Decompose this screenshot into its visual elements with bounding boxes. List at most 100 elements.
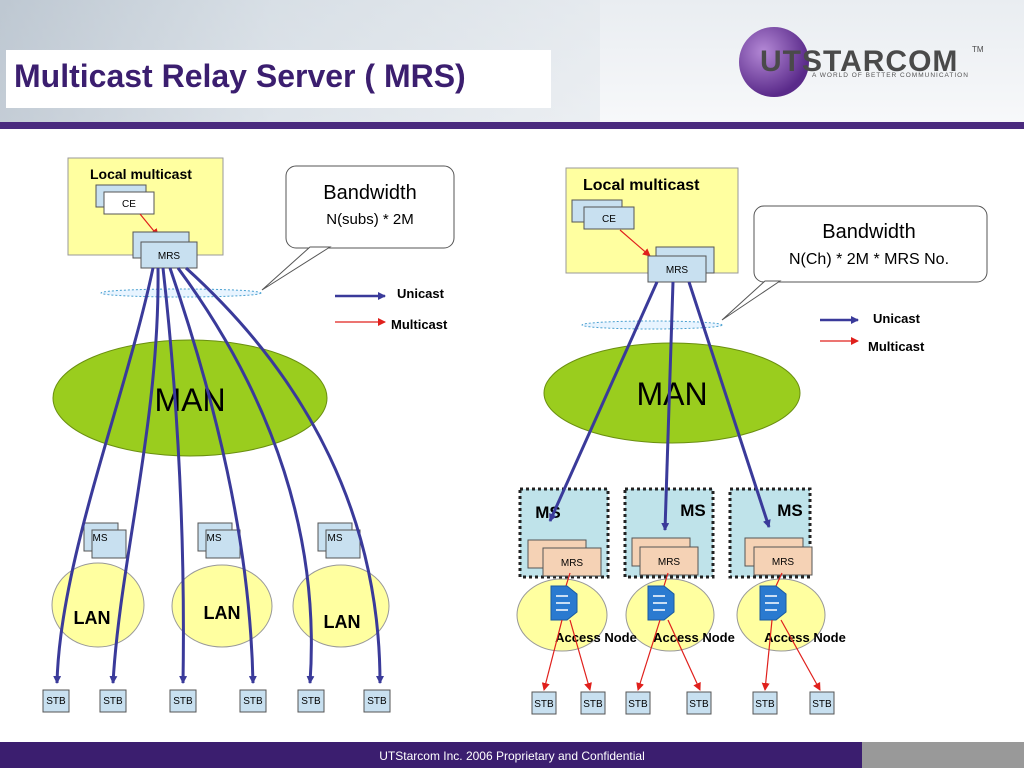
right-mrs-an-link-2 [663,572,669,587]
right-callout-tail [721,280,782,321]
right-ms-mrs-label-1: MRS [561,558,584,569]
left-lan-3 [292,564,390,648]
right-diagram: Local multicast CE MRS Bandwidth N(Ch) *… [516,167,988,715]
left-stb-label-5: STB [301,696,321,707]
right-local-multicast-label: Local multicast [583,177,700,194]
left-ms-box-1 [91,529,127,559]
left-stb-box-2 [99,689,127,713]
right-unicast-link-3 [687,281,771,528]
left-mrs-box [140,241,198,269]
right-stb-box-4 [686,691,712,715]
router-icon [550,585,787,621]
slide-title: Multicast Relay Server ( MRS) [14,58,466,94]
right-access-node-label-3: Access Node [764,630,846,645]
right-mrs-an-link-3 [775,572,783,587]
right-mrs-label: MRS [666,265,689,276]
left-lan-label-2: LAN [204,603,241,623]
footer-bar [0,742,862,768]
logo-name: UTSTARCOM [760,45,959,78]
right-ms-label-2: MS [680,501,706,520]
logo-tagline: A WORLD OF BETTER COMMUNICATION [812,72,969,79]
right-mrs-an-link-1 [565,572,571,587]
router-icon-3-lines [765,595,779,611]
title-box [6,50,551,108]
left-ce-label: CE [122,199,136,210]
right-man-label: MAN [636,376,707,412]
mrs-diagram: Local multicast CE MRS Bandwidth N(subs)… [42,157,988,715]
left-ms-label-3: MS [328,533,343,544]
right-stb-box-2 [580,691,606,715]
left-lan-label-3: LAN [324,612,361,632]
right-multicast-link-1 [541,619,563,691]
left-unicast-link-3 [161,267,188,684]
right-multicast-link-6 [780,619,821,691]
right-link-ellipse [581,320,723,330]
left-diagram: Local multicast CE MRS Bandwidth N(subs)… [42,157,455,713]
right-multicast-link-5 [761,619,773,691]
left-stb-box-1 [42,689,70,713]
left-mrs-label: MRS [158,251,181,262]
left-legend-multicast-label: Multicast [391,317,448,332]
left-stb-label-6: STB [367,696,387,707]
right-bandwidth-callout [753,205,988,283]
right-ce-mrs-arrow [619,229,651,257]
right-bandwidth-title: Bandwidth [822,221,915,243]
left-callout-tail [261,246,332,291]
right-unicast-link-2 [661,281,675,531]
left-stb-row: STB STB STB STB STB STB [42,689,391,713]
right-stb-label-1: STB [534,699,554,710]
left-unicast-links [53,266,384,684]
footer-grey-block [862,742,1024,768]
logo-tm: TM [972,45,984,54]
left-unicast-link-5 [176,267,315,684]
right-bandwidth-formula: N(Ch) * 2M * MRS No. [789,251,949,268]
right-ms-mrs-label-3: MRS [772,557,795,568]
router-icon-1-lines [556,595,570,611]
right-stb-box-1 [531,691,557,715]
left-stb-box-3 [169,689,197,713]
right-stb-label-4: STB [689,699,709,710]
right-ms-mrs-label-2: MRS [658,557,681,568]
left-ce-box [103,191,155,215]
right-stb-box-5 [752,691,778,715]
right-ce-box [583,206,635,230]
right-stb-box-3 [625,691,651,715]
right-ce-label: CE [602,214,616,225]
left-legend-unicast-label: Unicast [397,286,445,301]
left-local-multicast-label: Local multicast [90,166,192,182]
left-unicast-link-4 [168,267,257,684]
right-legend-unicast-label: Unicast [873,311,921,326]
right-multicast-link-2 [569,619,592,691]
right-stb-label-2: STB [583,699,603,710]
header-rule [0,122,1024,129]
left-bandwidth-callout [285,165,455,249]
router-icon-2-lines [653,595,667,611]
right-ms-mrs-box-3 [753,546,813,576]
left-lan-1 [51,562,145,648]
left-stb-box-6 [363,689,391,713]
right-unicast-links [548,281,771,531]
left-stb-label-3: STB [173,696,193,707]
left-unicast-link-2 [109,267,160,684]
right-ms-mrs-box-2 [639,546,699,576]
right-legend-multicast-label: Multicast [868,339,925,354]
left-stb-label-1: STB [46,696,66,707]
left-bandwidth-title: Bandwidth [323,182,416,204]
left-lan-label-1: LAN [74,608,111,628]
right-access-node-label-2: Access Node [653,630,735,645]
footer-text: UTStarcom Inc. 2006 Proprietary and Conf… [379,749,645,763]
left-stb-label-4: STB [243,696,263,707]
right-multicast-links [541,619,821,691]
left-man-cloud [52,339,328,457]
left-ms-label-1: MS [93,533,108,544]
right-stb-label-5: STB [755,699,775,710]
right-ms-mrs-box-1 [542,547,602,577]
left-unicast-link-6 [184,266,384,684]
right-mrs-box [647,255,707,283]
right-multicast-link-4 [667,619,701,691]
left-ms-label-2: MS [207,533,222,544]
right-unicast-link-1 [548,281,659,522]
right-access-node-label-1: Access Node [555,630,637,645]
logo-mark-icon [739,27,809,97]
right-stb-label-3: STB [628,699,648,710]
